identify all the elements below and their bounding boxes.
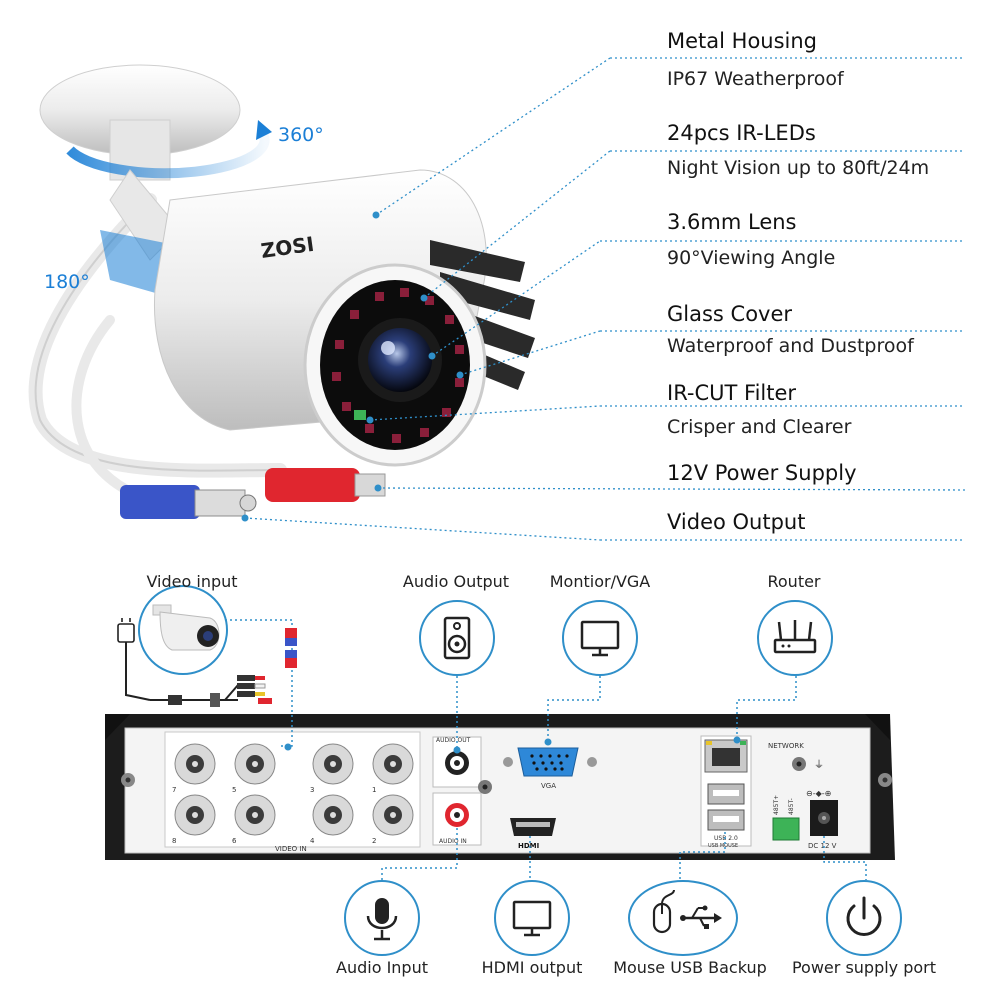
svg-text:USB MOUSE: USB MOUSE bbox=[708, 843, 738, 849]
pan-label: 360° bbox=[278, 124, 324, 146]
feature-glass-cover-title: Glass Cover bbox=[667, 302, 793, 326]
feature-metal-housing-title: Metal Housing bbox=[667, 29, 818, 53]
video-input-diagram bbox=[117, 585, 297, 751]
svg-text:6: 6 bbox=[232, 837, 237, 845]
svg-text:4: 4 bbox=[310, 837, 315, 845]
svg-text:8: 8 bbox=[172, 837, 176, 845]
svg-text:AUDIO IN: AUDIO IN bbox=[439, 838, 467, 845]
feature-ir-cut-title: IR-CUT Filter bbox=[667, 381, 797, 405]
svg-text:HDMI: HDMI bbox=[518, 842, 539, 850]
svg-text:⏚: ⏚ bbox=[814, 759, 824, 771]
svg-text:7: 7 bbox=[172, 786, 176, 794]
power-icon bbox=[826, 880, 902, 956]
microphone-icon bbox=[344, 880, 420, 956]
port-label-video-input: Video input bbox=[146, 572, 238, 591]
power-connector bbox=[265, 468, 386, 502]
vga-port bbox=[517, 747, 579, 777]
feature-glass-cover-subtitle: Waterproof and Dustproof bbox=[667, 335, 914, 357]
bnc-connector bbox=[120, 485, 257, 519]
svg-text:USB 2.0: USB 2.0 bbox=[714, 835, 738, 842]
svg-text:⊖-◆-⊕: ⊖-◆-⊕ bbox=[806, 789, 831, 798]
power-adapter-icon bbox=[117, 623, 135, 643]
svg-text:VGA: VGA bbox=[541, 782, 556, 790]
ir-leds bbox=[332, 288, 464, 443]
svg-text:1: 1 bbox=[372, 786, 376, 794]
router-icon bbox=[757, 600, 833, 676]
svg-text:NETWORK: NETWORK bbox=[768, 742, 804, 750]
port-label-mouse-usb: Mouse USB Backup bbox=[613, 958, 767, 977]
pan-arc bbox=[66, 126, 270, 179]
feature-ir-cut-subtitle: Crisper and Clearer bbox=[667, 416, 852, 438]
feature-video-output-title: Video Output bbox=[667, 510, 806, 534]
dvr-panel: 7 5 3 1 8 6 4 2 VIDEO IN AUDIO OUT AUDIO… bbox=[105, 714, 895, 860]
svg-text:AUDIO OUT: AUDIO OUT bbox=[436, 737, 471, 744]
port-label-audio-output: Audio Output bbox=[402, 572, 510, 591]
svg-text:485T-: 485T- bbox=[788, 798, 795, 815]
hdmi-monitor-icon bbox=[494, 880, 570, 956]
svg-text:DC 12 V: DC 12 V bbox=[808, 842, 837, 850]
video-in-label: VIDEO IN bbox=[275, 845, 307, 853]
bnc-video-inputs bbox=[174, 743, 414, 836]
monitor-icon bbox=[562, 600, 638, 676]
feature-ir-leds-subtitle: Night Vision up to 80ft/24m bbox=[667, 157, 930, 179]
port-label-vga: Montior/VGA bbox=[549, 572, 651, 591]
leader-lines bbox=[244, 57, 966, 541]
speaker-icon bbox=[419, 600, 495, 676]
port-label-router: Router bbox=[767, 572, 821, 591]
ir-cut-filter bbox=[354, 410, 366, 420]
feature-lens-subtitle: 90°Viewing Angle bbox=[667, 247, 836, 269]
svg-text:485T+: 485T+ bbox=[773, 795, 780, 815]
port-label-audio-input: Audio Input bbox=[336, 958, 428, 977]
svg-text:3: 3 bbox=[310, 786, 314, 794]
feature-ir-leds-title: 24pcs IR-LEDs bbox=[667, 121, 816, 145]
svg-text:2: 2 bbox=[372, 837, 376, 845]
feature-metal-housing-subtitle: IP67 Weatherproof bbox=[667, 68, 844, 90]
mouse-usb-icon bbox=[628, 880, 738, 956]
svg-text:5: 5 bbox=[232, 786, 236, 794]
feature-lens-title: 3.6mm Lens bbox=[667, 210, 797, 234]
feature-power-supply-title: 12V Power Supply bbox=[667, 461, 857, 485]
bullet-camera: ZOSI bbox=[28, 64, 535, 519]
rs485-terminal bbox=[772, 817, 800, 841]
tilt-label: 180° bbox=[44, 271, 90, 293]
port-label-hdmi-output: HDMI output bbox=[481, 958, 583, 977]
port-label-power-supply: Power supply port bbox=[791, 958, 937, 977]
